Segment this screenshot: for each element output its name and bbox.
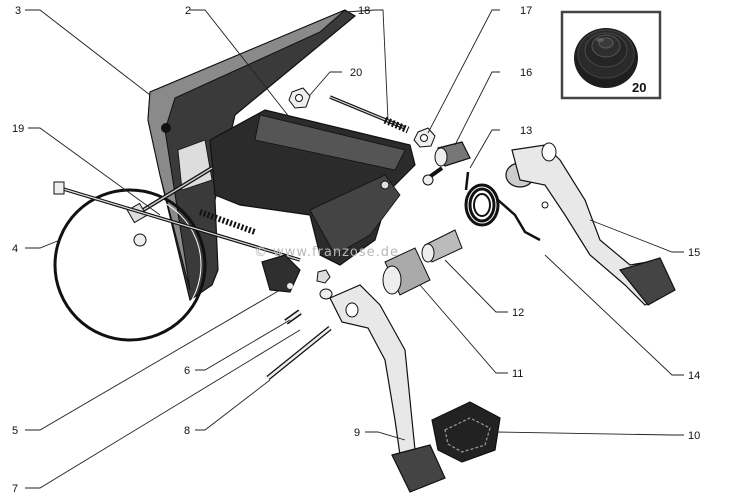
rubber-cap-photo <box>574 28 638 88</box>
watermark: © www.franzose.de <box>254 245 399 260</box>
pedal-pad-rubber <box>431 401 501 463</box>
callout-16: 16 <box>520 67 532 79</box>
small-nut <box>316 269 331 284</box>
callout-11: 11 <box>512 368 523 380</box>
inset-photo-box: 20 <box>560 10 662 100</box>
return-spring-ring <box>53 188 207 342</box>
callout-12: 12 <box>512 307 524 319</box>
callout-14: 14 <box>688 370 700 382</box>
callout-5: 5 <box>12 425 18 437</box>
callout-2: 2 <box>185 5 191 17</box>
small-washer <box>319 288 333 300</box>
callout-7: 7 <box>12 483 18 495</box>
callout-9: 9 <box>354 427 360 439</box>
callout-8: 8 <box>184 425 190 437</box>
callout-15: 15 <box>688 247 700 259</box>
callout-labels: 2 3 4 5 6 7 8 9 10 11 12 13 14 15 16 17 … <box>12 5 700 495</box>
callout-18: 18 <box>358 5 370 17</box>
mounting-plate <box>147 9 357 301</box>
pedal-bracket <box>209 109 416 266</box>
short-pin <box>284 309 302 325</box>
callout-13: 13 <box>520 125 532 137</box>
bushing <box>421 229 463 263</box>
leader-lines <box>25 9 684 489</box>
pedal-lever-left <box>329 284 446 493</box>
callout-10: 10 <box>688 430 700 442</box>
nut <box>288 87 311 109</box>
torsion-spring <box>464 171 541 242</box>
pivot-pin <box>266 326 332 380</box>
clevis-pin <box>422 141 471 186</box>
callout-17: 17 <box>520 5 532 17</box>
callout-4: 4 <box>12 243 18 255</box>
callout-20: 20 <box>350 67 362 79</box>
threaded-rod <box>329 95 410 134</box>
callout-19: 19 <box>12 123 24 135</box>
callout-3: 3 <box>15 5 21 17</box>
adjusting-rod <box>53 181 301 262</box>
pedal-lever-right <box>505 142 676 306</box>
inset-label: 20 <box>632 80 646 95</box>
clevis <box>261 254 301 293</box>
sleeve <box>382 247 431 296</box>
callout-6: 6 <box>184 365 190 377</box>
hex-nut <box>413 127 436 148</box>
